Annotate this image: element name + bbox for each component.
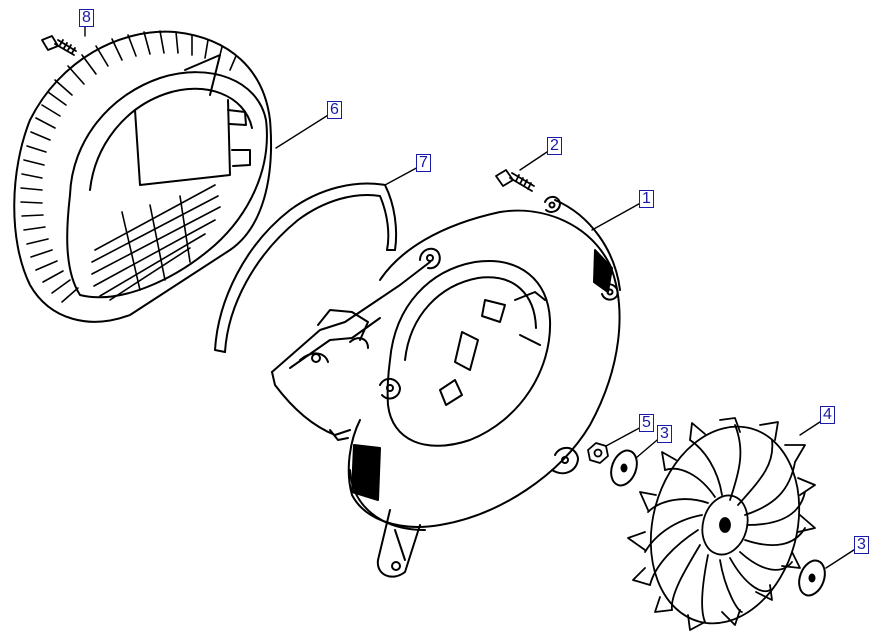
callout-part-7: 7 — [416, 154, 431, 172]
callout-part-3-lower: 3 — [854, 536, 869, 554]
part-1-fan-housing — [271, 195, 621, 578]
leader-lines — [84, 21, 861, 569]
callout-part-2: 2 — [547, 137, 562, 155]
callout-part-8: 8 — [79, 9, 94, 27]
part-8-screw — [41, 35, 77, 56]
callout-part-3-upper: 3 — [657, 425, 672, 443]
callout-part-1: 1 — [639, 190, 654, 208]
part-3-washer-lower — [798, 559, 826, 597]
part-4-impeller-fan — [627, 417, 816, 631]
callout-part-6: 6 — [327, 101, 342, 119]
part-7-seal-strip — [214, 182, 398, 353]
callout-part-5: 5 — [639, 414, 654, 432]
part-5-nut — [587, 442, 609, 464]
part-3-washer-upper — [610, 449, 638, 487]
callout-part-4: 4 — [820, 406, 835, 424]
part-6-intake-grille — [13, 30, 273, 323]
part-2-screw — [495, 169, 535, 192]
